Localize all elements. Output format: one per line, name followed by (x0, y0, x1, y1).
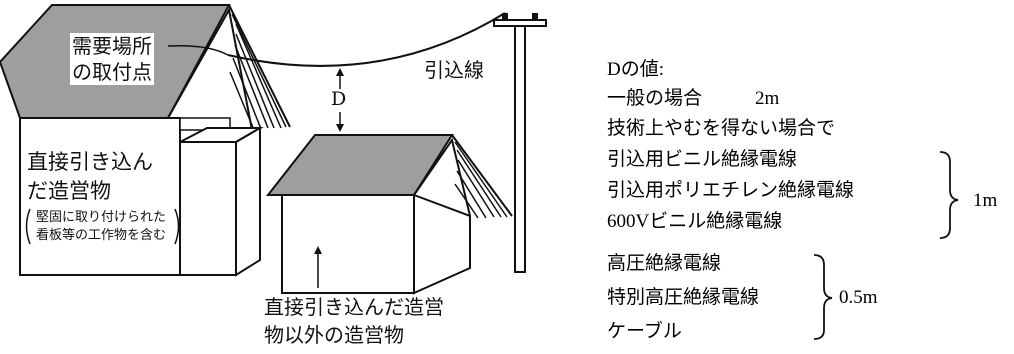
notes-group2-value: 0.5m (839, 287, 878, 308)
service-drop-label: 引込線 (424, 58, 484, 82)
brace-group1 (939, 151, 959, 239)
other-roof-stripes (451, 134, 513, 219)
notes-general-case: 一般の場合 (607, 88, 703, 109)
main-roof-stripes (228, 4, 291, 131)
direct-building-note: 堅固に取り付けられた 看板等の工作物を含む (36, 209, 166, 245)
other-front-wall (281, 194, 415, 294)
notes-group2-item: 高圧絶縁電線 (607, 253, 722, 274)
notes-group1-item: 600Vビニル絶縁電線 (607, 211, 783, 232)
other-building-label-line2: 物以外の造営物 (264, 323, 404, 347)
other-building (265, 134, 513, 295)
other-roof (265, 134, 454, 196)
main-front-wall (19, 117, 181, 276)
notes-unavoidable-case: 技術上やむを得ない場合で (607, 118, 836, 139)
direct-building-label: 直接引き込ん だ造営物 (27, 148, 153, 206)
pole-crossarm (493, 19, 547, 27)
note-paren-left (25, 208, 31, 245)
other-building-label: 直接引き込んだ造営 物以外の造営物 (264, 293, 444, 349)
notes-general-value: 2m (755, 88, 780, 109)
notes-group1-item: 引込用ポリエチレン絶縁電線 (607, 180, 855, 201)
service-drop-wire (227, 12, 506, 67)
attach-point-leader (167, 44, 229, 56)
d-dimension (336, 68, 344, 132)
attach-point-label-line2: の取付点 (72, 60, 152, 84)
notes-group1-value: 1m (973, 190, 998, 211)
main-building (0, 4, 291, 277)
direct-building-note-line2: 看板等の工作物を含む (36, 228, 167, 243)
notes-group2-item: ケーブル (607, 321, 682, 342)
notes-group2-item: 特別高圧絶縁電線 (607, 287, 760, 308)
utility-pole (493, 13, 547, 273)
direct-building-label-line2: だ造営物 (27, 179, 111, 203)
other-side-wall (413, 193, 471, 295)
attach-point-label-line1: 需要場所 (72, 34, 152, 58)
direct-building-note-line1: 堅固に取り付けられた (36, 210, 167, 225)
annex-front (179, 141, 237, 276)
d-label: D (331, 88, 347, 110)
note-paren-right (174, 208, 180, 245)
brace-group2 (813, 254, 833, 340)
annex-side (235, 126, 261, 277)
notes-group1-item: 引込用ビニル絶縁電線 (607, 149, 798, 170)
other-building-arrow (314, 246, 322, 288)
other-building-label-line1: 直接引き込んだ造営 (264, 295, 444, 319)
direct-building-label-line1: 直接引き込ん (27, 150, 153, 174)
notes-heading: Dの値: (607, 59, 665, 80)
d-value-notes: Dの値: 一般の場合 2m 技術上やむを得ない場合で 引込用ビニル絶縁電線 引込… (607, 50, 1007, 350)
attach-point-label: 需要場所 の取付点 (70, 33, 154, 85)
